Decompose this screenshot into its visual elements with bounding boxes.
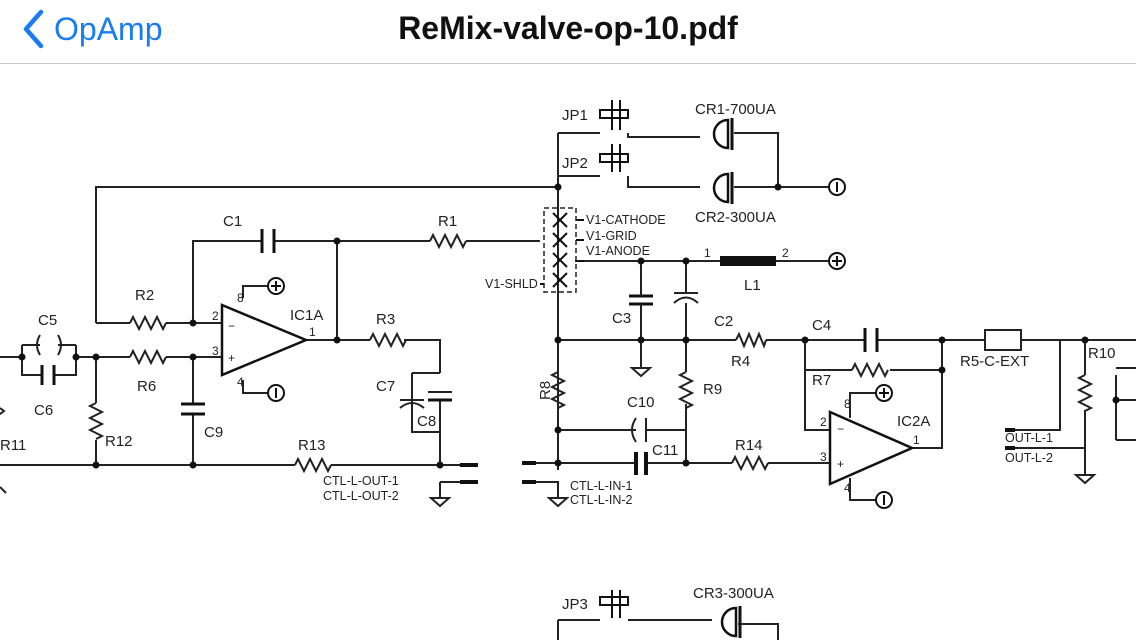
- l1-pin1: 1: [704, 246, 711, 260]
- label-r6: R6: [137, 378, 156, 395]
- label-r8: R8: [537, 381, 554, 400]
- label-cr3: CR3-300UA: [693, 585, 774, 602]
- label-l1: L1: [744, 277, 761, 294]
- navigation-bar: OpAmp ReMix-valve-op-10.pdf: [0, 0, 1136, 64]
- label-c4: C4: [812, 317, 831, 334]
- back-button[interactable]: OpAmp: [22, 6, 162, 52]
- label-r5: R5-C-EXT: [960, 353, 1029, 370]
- label-ctl-l-out-1: CTL-L-OUT-1: [323, 474, 399, 488]
- ic1a-pin2: 2: [212, 309, 219, 323]
- ic2a-pin1: 1: [913, 433, 920, 447]
- document-title: ReMix-valve-op-10.pdf: [398, 10, 738, 46]
- label-r13: R13: [298, 437, 326, 454]
- ic1a-plus: +: [228, 351, 235, 365]
- label-r1: R1: [438, 213, 457, 230]
- ic1a-pin8: 8: [237, 291, 244, 305]
- label-v1-shld: V1-SHLD: [485, 277, 538, 291]
- ic1a-pin3: 3: [212, 344, 219, 358]
- label-c2: C2: [714, 313, 733, 330]
- label-ic1a: IC1A: [290, 307, 323, 324]
- ic2a-minus: −: [837, 422, 844, 436]
- label-r12: R12: [105, 433, 133, 450]
- label-v1-anode: V1-ANODE: [586, 244, 650, 258]
- label-r4: R4: [731, 353, 750, 370]
- ic2a-pin8: 8: [844, 397, 851, 411]
- label-r10: R10: [1088, 345, 1116, 362]
- label-r7: R7: [812, 372, 831, 389]
- label-c10: C10: [627, 394, 655, 411]
- label-c3: C3: [612, 310, 631, 327]
- schematic-diagram: JP1 JP2 JP3 CR1-700UA CR2-300UA CR3-300U…: [0, 100, 1136, 640]
- label-cr1: CR1-700UA: [695, 101, 776, 118]
- label-c7: C7: [376, 378, 395, 395]
- ic2a-pin3: 3: [820, 450, 827, 464]
- label-c5: C5: [38, 312, 57, 329]
- l1-pin2: 2: [782, 246, 789, 260]
- ic1a-pin1: 1: [309, 325, 316, 339]
- ic2a-pin2: 2: [820, 415, 827, 429]
- label-c11: C11: [652, 442, 678, 459]
- label-cr2: CR2-300UA: [695, 209, 776, 226]
- label-r14: R14: [735, 437, 763, 454]
- label-ic2a: IC2A: [897, 413, 930, 430]
- ic2a-plus: +: [837, 457, 844, 471]
- label-v1-grid: V1-GRID: [586, 229, 637, 243]
- back-button-label: OpAmp: [54, 10, 163, 47]
- label-v1-cathode: V1-CATHODE: [586, 213, 666, 227]
- label-out-l-2: OUT-L-2: [1005, 451, 1053, 465]
- label-jp1: JP1: [562, 107, 588, 124]
- label-c6: C6: [34, 402, 53, 419]
- label-r3: R3: [376, 311, 395, 328]
- ic1a-pin4: 4: [237, 375, 244, 389]
- chevron-left-icon: [22, 9, 44, 49]
- label-out-l-1: OUT-L-1: [1005, 431, 1053, 445]
- label-ctl-l-in-2: CTL-L-IN-2: [570, 493, 633, 507]
- label-ctl-l-in-1: CTL-L-IN-1: [570, 479, 633, 493]
- pdf-document-view[interactable]: JP1 JP2 JP3 CR1-700UA CR2-300UA CR3-300U…: [0, 65, 1136, 640]
- label-ctl-l-out-2: CTL-L-OUT-2: [323, 489, 399, 503]
- label-c9: C9: [204, 424, 223, 441]
- ic1a-minus: −: [228, 319, 235, 333]
- label-r11: R11: [0, 437, 26, 454]
- label-r2: R2: [135, 287, 154, 304]
- label-r9: R9: [703, 381, 722, 398]
- label-c1: C1: [223, 213, 242, 230]
- ic2a-pin4: 4: [844, 481, 851, 495]
- label-c8: C8: [417, 413, 436, 430]
- label-jp2: JP2: [562, 155, 588, 172]
- label-jp3: JP3: [562, 596, 588, 613]
